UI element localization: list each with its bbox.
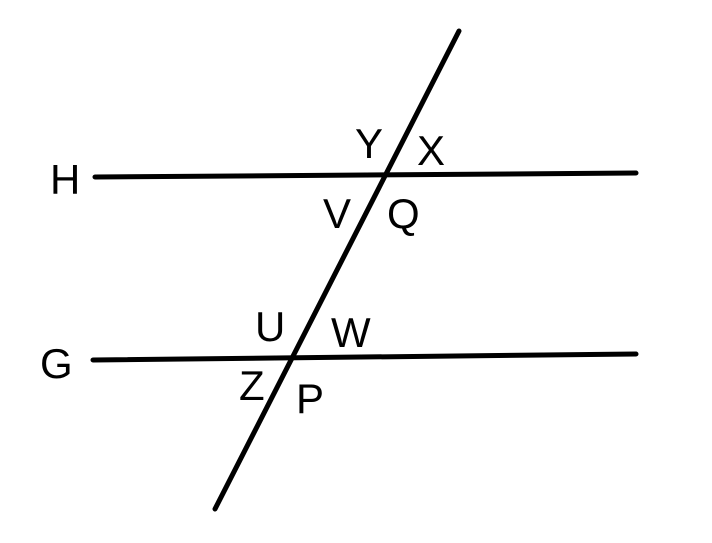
line-g [90,351,639,363]
label-g: G [40,340,73,387]
angle-label-u: U [255,303,285,350]
angle-label-x: X [417,127,445,174]
label-h: H [50,156,80,203]
angle-label-y: Y [355,120,383,167]
angle-label-p: P [296,375,324,422]
transversal-line [212,28,462,512]
angle-label-w: W [331,309,371,356]
angle-label-q: Q [387,190,420,237]
angle-label-z: Z [239,362,265,409]
line-h [92,170,639,180]
angle-label-v: V [323,190,351,237]
